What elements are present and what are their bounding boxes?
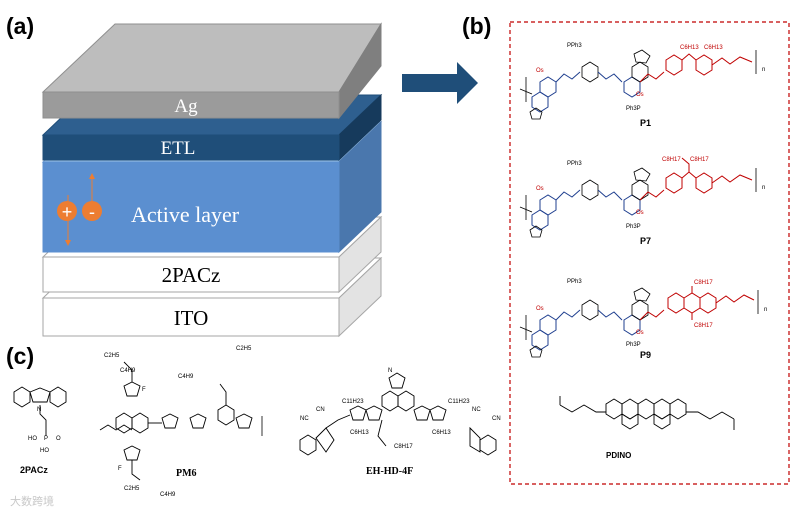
p7-alkyl-right: C8H17 (690, 157, 709, 163)
p1-n-subscript: n (762, 67, 765, 73)
panel-arrow (402, 62, 478, 104)
polymer-p9: PPh3 Ph3P Os Os C8H17 C8H17 n P9 (519, 279, 767, 360)
electron-arrowhead (89, 173, 95, 179)
eh-nc-a: NC (300, 416, 309, 422)
watermark: 大数跨境 (10, 494, 54, 508)
p9-pph3-bottom: Ph3P (626, 342, 641, 348)
ag-label: Ag (174, 96, 198, 117)
p9-os-left: Os (536, 306, 544, 312)
eh-c6h13-b: C6H13 (432, 430, 451, 436)
pm6-f-2: F (118, 466, 122, 472)
eh-c11h23-a: C11H23 (342, 399, 364, 405)
p7-alkyl-left: C8H17 (662, 157, 681, 163)
p7-n-subscript: n (762, 185, 765, 191)
pm6-c4h9-a: C4H9 (120, 368, 136, 374)
panel-b-label: (b) (462, 13, 491, 39)
pm6-name: PM6 (176, 468, 197, 479)
p1-pph3-bottom: Ph3P (626, 106, 641, 112)
pm6-c2h5-b: C2H5 (236, 346, 252, 352)
pm6-c4h9-c: C4H9 (160, 492, 176, 498)
eh-c8h17: C8H17 (394, 444, 413, 450)
p7-os-left: Os (536, 186, 544, 192)
device-stack: ITO 2PACz Active layer + - (41, 22, 383, 338)
p1-alkyl-left: C6H13 (680, 45, 699, 51)
pacz-p-atom: P (44, 436, 48, 442)
hole-transport-label: 2PACz (162, 263, 221, 287)
hole-arrowhead (65, 240, 71, 246)
polymer-p7: PPh3 Ph3P Os Os C8H17 C8H17 n P7 (519, 157, 765, 246)
p1-alkyl-right: C6H13 (704, 45, 723, 51)
electron-charge (82, 201, 102, 221)
p9-alkyl-top: C8H17 (694, 280, 713, 286)
active-layer-label: Active layer (131, 202, 240, 227)
p9-os-right: Os (636, 330, 644, 336)
eh-c6h13-a: C6H13 (350, 430, 369, 436)
pacz-molecule: N P O HO HO 2PACz (13, 386, 67, 475)
p1-os-left: Os (536, 68, 544, 74)
eh-name: EH-HD-4F (366, 466, 413, 477)
hole-charge (57, 201, 77, 221)
hole-charge-sign: + (62, 202, 73, 222)
p1-pph3-top: PPh3 (567, 43, 582, 49)
panel-a-label: (a) (6, 13, 34, 39)
ag-layer: Ag (41, 22, 382, 120)
pm6-c2h5-a: C2H5 (104, 353, 120, 359)
polymer-p1: PPh3 Ph3P Os Os C6H13 C6H13 n P1 (519, 43, 765, 128)
pacz-name: 2PACz (20, 465, 48, 475)
p9-name: P9 (640, 350, 651, 360)
p7-pph3-top: PPh3 (567, 161, 582, 167)
pacz-ho-1: HO (28, 436, 37, 442)
pacz-n-atom: N (37, 407, 41, 413)
p9-alkyl-bottom: C8H17 (694, 323, 713, 329)
eh-hd-4f-molecule: C11H23 C11H23 C6H13 C6H13 C8H17 N NC CN … (299, 368, 501, 477)
eh-cn-b: CN (492, 416, 501, 422)
eh-nc-b: NC (472, 407, 481, 413)
p1-name: P1 (640, 118, 651, 128)
panel-b-dashed-box (509, 21, 790, 485)
pdino-name: PDINO (606, 451, 631, 460)
p9-pph3-top: PPh3 (567, 279, 582, 285)
eh-n-label: N (388, 368, 392, 374)
eh-cn-a: CN (316, 407, 325, 413)
p7-name: P7 (640, 236, 651, 246)
pm6-f-1: F (142, 387, 146, 393)
ito-label: ITO (174, 306, 209, 330)
watermark-text: 大数跨境 (10, 494, 54, 508)
pdino-structure: PDINO (559, 396, 735, 460)
pm6-molecule: C2H5 C4H9 C4H9 C2H5 C2H5 C4H9 F F PM6 (99, 346, 263, 498)
p1-os-right: Os (636, 92, 644, 98)
panel-c-label: (c) (6, 343, 34, 369)
pacz-o-atom: O (56, 436, 61, 442)
electron-charge-sign: - (89, 202, 95, 222)
p7-os-right: Os (636, 210, 644, 216)
pacz-ho-2: HO (40, 448, 49, 454)
etl-label: ETL (161, 138, 196, 159)
p7-pph3-bottom: Ph3P (626, 224, 641, 230)
eh-c11h23-b: C11H23 (448, 399, 470, 405)
p9-n-subscript: n (764, 307, 767, 313)
pm6-c4h9-b: C4H9 (178, 374, 194, 380)
pm6-c2h5-c: C2H5 (124, 486, 140, 492)
